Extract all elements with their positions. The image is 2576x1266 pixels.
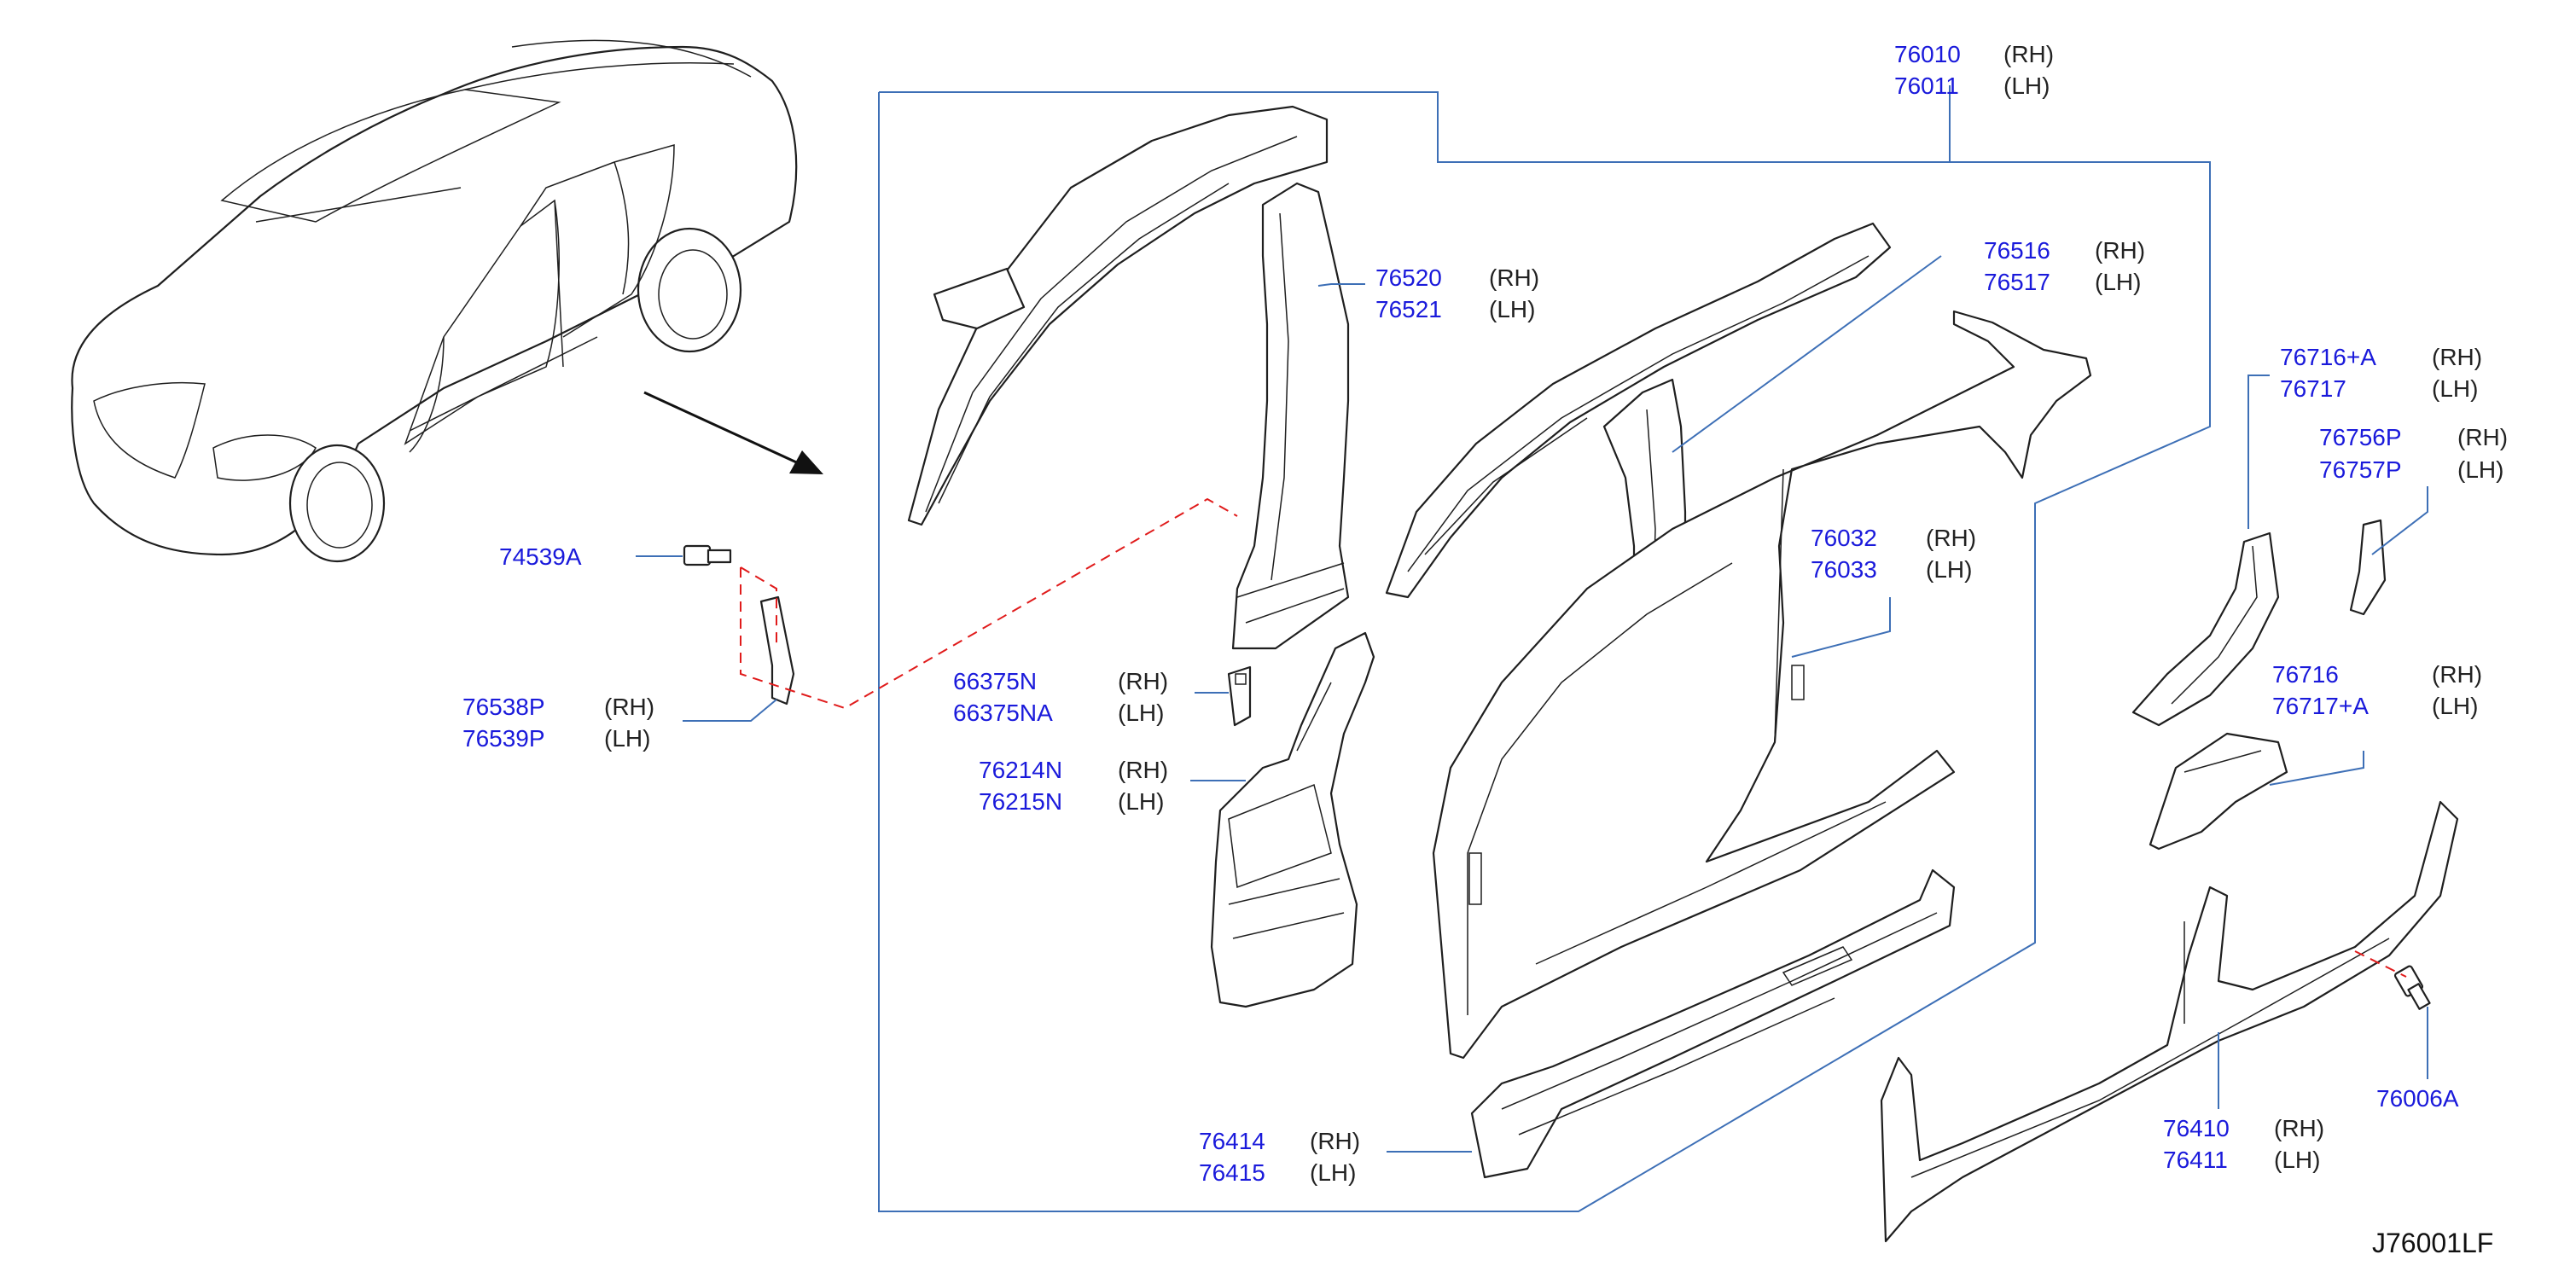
side-label: (RH) bbox=[2003, 41, 2054, 67]
side-label: (RH) bbox=[1926, 525, 1976, 551]
leader-c4 bbox=[2247, 375, 2270, 529]
fastener-line-76006a bbox=[2354, 950, 2407, 978]
hinge-pillar-part bbox=[1210, 631, 1375, 1008]
part-number[interactable]: 76716 bbox=[2272, 661, 2339, 688]
side-label: (LH) bbox=[2274, 1147, 2320, 1173]
side-label: (RH) bbox=[2432, 344, 2482, 370]
leader-c3 bbox=[1672, 255, 1942, 453]
rear-bracket-part bbox=[2349, 519, 2387, 616]
part-number[interactable]: 74539A bbox=[499, 543, 582, 570]
part-number[interactable]: 76717+A bbox=[2272, 693, 2369, 719]
front-pillar-part bbox=[907, 105, 1329, 526]
side-label: (LH) bbox=[2095, 269, 2141, 295]
part-number[interactable]: 76757P bbox=[2319, 456, 2402, 483]
bolt-74539a bbox=[683, 544, 732, 566]
part-number[interactable]: 76215N bbox=[979, 788, 1062, 815]
part-number[interactable]: 76411 bbox=[2163, 1147, 2228, 1173]
side-label: (RH) bbox=[2457, 424, 2508, 450]
part-number[interactable]: 76032 bbox=[1811, 525, 1877, 551]
side-label: (LH) bbox=[1118, 788, 1164, 815]
part-number[interactable]: 76538P bbox=[462, 694, 545, 720]
fastener-line-74539a bbox=[740, 497, 1238, 710]
side-label: (RH) bbox=[1118, 668, 1168, 694]
part-number[interactable]: 76521 bbox=[1375, 296, 1442, 322]
part-number[interactable]: 76517 bbox=[1984, 269, 2050, 295]
callout-76716: 76716 (RH) 76717+A (LH) bbox=[2272, 661, 2482, 719]
callout-76520: 76520 (RH) 76521 (LH) bbox=[1375, 264, 1539, 322]
side-label: (RH) bbox=[604, 694, 654, 720]
part-number[interactable]: 76716+A bbox=[2280, 344, 2376, 370]
side-label: (LH) bbox=[2003, 73, 2050, 99]
side-label: (LH) bbox=[604, 725, 650, 752]
side-label: (LH) bbox=[1926, 556, 1972, 583]
callout-66375n: 66375N (RH) 66375NA (LH) bbox=[953, 668, 1168, 726]
vehicle-overview bbox=[71, 39, 798, 563]
callout-76410: 76410 (RH) 76411 (LH) bbox=[2163, 1115, 2324, 1173]
side-label: (RH) bbox=[1118, 757, 1168, 783]
part-number[interactable]: 76539P bbox=[462, 725, 545, 752]
side-label: (RH) bbox=[2432, 661, 2482, 688]
callout-76538p: 76538P (RH) 76539P (LH) bbox=[462, 694, 654, 752]
center-pillar-upper-part bbox=[1231, 182, 1350, 650]
callout-76414: 76414 (RH) 76415 (LH) bbox=[1199, 1128, 1360, 1186]
side-label: (LH) bbox=[2432, 693, 2478, 719]
callout-76716-a: 76716+A (RH) 76717 (LH) bbox=[2280, 344, 2482, 402]
leader-c9 bbox=[683, 699, 777, 722]
side-label: (LH) bbox=[2457, 456, 2503, 483]
callout-76516: 76516 (RH) 76517 (LH) bbox=[1984, 237, 2145, 295]
leader-c10 bbox=[2269, 751, 2364, 786]
callout-76010: 76010 (RH) 76011 (LH) bbox=[1894, 41, 2054, 99]
leader-c5 bbox=[2371, 486, 2428, 555]
leader-c2 bbox=[1317, 283, 1365, 287]
part-number[interactable]: 76414 bbox=[1199, 1128, 1265, 1154]
side-label: (RH) bbox=[1489, 264, 1539, 291]
part-number[interactable]: 66375NA bbox=[953, 700, 1053, 726]
side-label: (LH) bbox=[1489, 296, 1535, 322]
outer-sill-part bbox=[1880, 800, 2459, 1243]
part-number[interactable]: 76011 bbox=[1894, 73, 1959, 99]
bracket-66375n-part bbox=[1227, 665, 1252, 727]
body-side-outer-part bbox=[1432, 310, 2092, 1060]
bolt-76006a bbox=[2393, 965, 2431, 1010]
sill-inner-part bbox=[1470, 868, 1956, 1179]
part-number[interactable]: 76410 bbox=[2163, 1115, 2230, 1141]
rear-panel-lower-part bbox=[2149, 732, 2288, 851]
part-number[interactable]: 76006A bbox=[2376, 1085, 2459, 1112]
part-number[interactable]: 76516 bbox=[1984, 237, 2050, 264]
callout-76756p: 76756P (RH) 76757P (LH) bbox=[2319, 424, 2508, 483]
part-number[interactable]: 76415 bbox=[1199, 1159, 1265, 1186]
callout-76214n: 76214N (RH) 76215N (LH) bbox=[979, 757, 1168, 815]
side-label: (RH) bbox=[2274, 1115, 2324, 1141]
bracket-76538p-part bbox=[759, 595, 795, 706]
part-number[interactable]: 76033 bbox=[1811, 556, 1877, 583]
part-number[interactable]: 76010 bbox=[1894, 41, 1961, 67]
callout-74539a: 74539A bbox=[499, 543, 582, 570]
part-number[interactable]: 76214N bbox=[979, 757, 1062, 783]
part-number[interactable]: 76717 bbox=[2280, 375, 2346, 402]
assembly-bracket-76010 bbox=[878, 85, 2211, 1212]
side-label: (LH) bbox=[2432, 375, 2478, 402]
side-label: (LH) bbox=[1310, 1159, 1356, 1186]
direction-arrow bbox=[643, 391, 823, 474]
leader-c7 bbox=[1791, 597, 1891, 658]
diagram-code: J76001LF bbox=[2372, 1228, 2493, 1258]
callout-76006a: 76006A bbox=[2376, 1085, 2459, 1112]
roof-rail-part bbox=[1385, 222, 1892, 599]
side-label: (RH) bbox=[2095, 237, 2145, 264]
callout-76032: 76032 (RH) 76033 (LH) bbox=[1811, 525, 1976, 583]
part-number[interactable]: 76520 bbox=[1375, 264, 1442, 291]
rear-panel-upper-part bbox=[2131, 531, 2280, 727]
side-label: (RH) bbox=[1310, 1128, 1360, 1154]
part-number[interactable]: 76756P bbox=[2319, 424, 2402, 450]
side-label: (LH) bbox=[1118, 700, 1164, 726]
part-number[interactable]: 66375N bbox=[953, 668, 1037, 694]
